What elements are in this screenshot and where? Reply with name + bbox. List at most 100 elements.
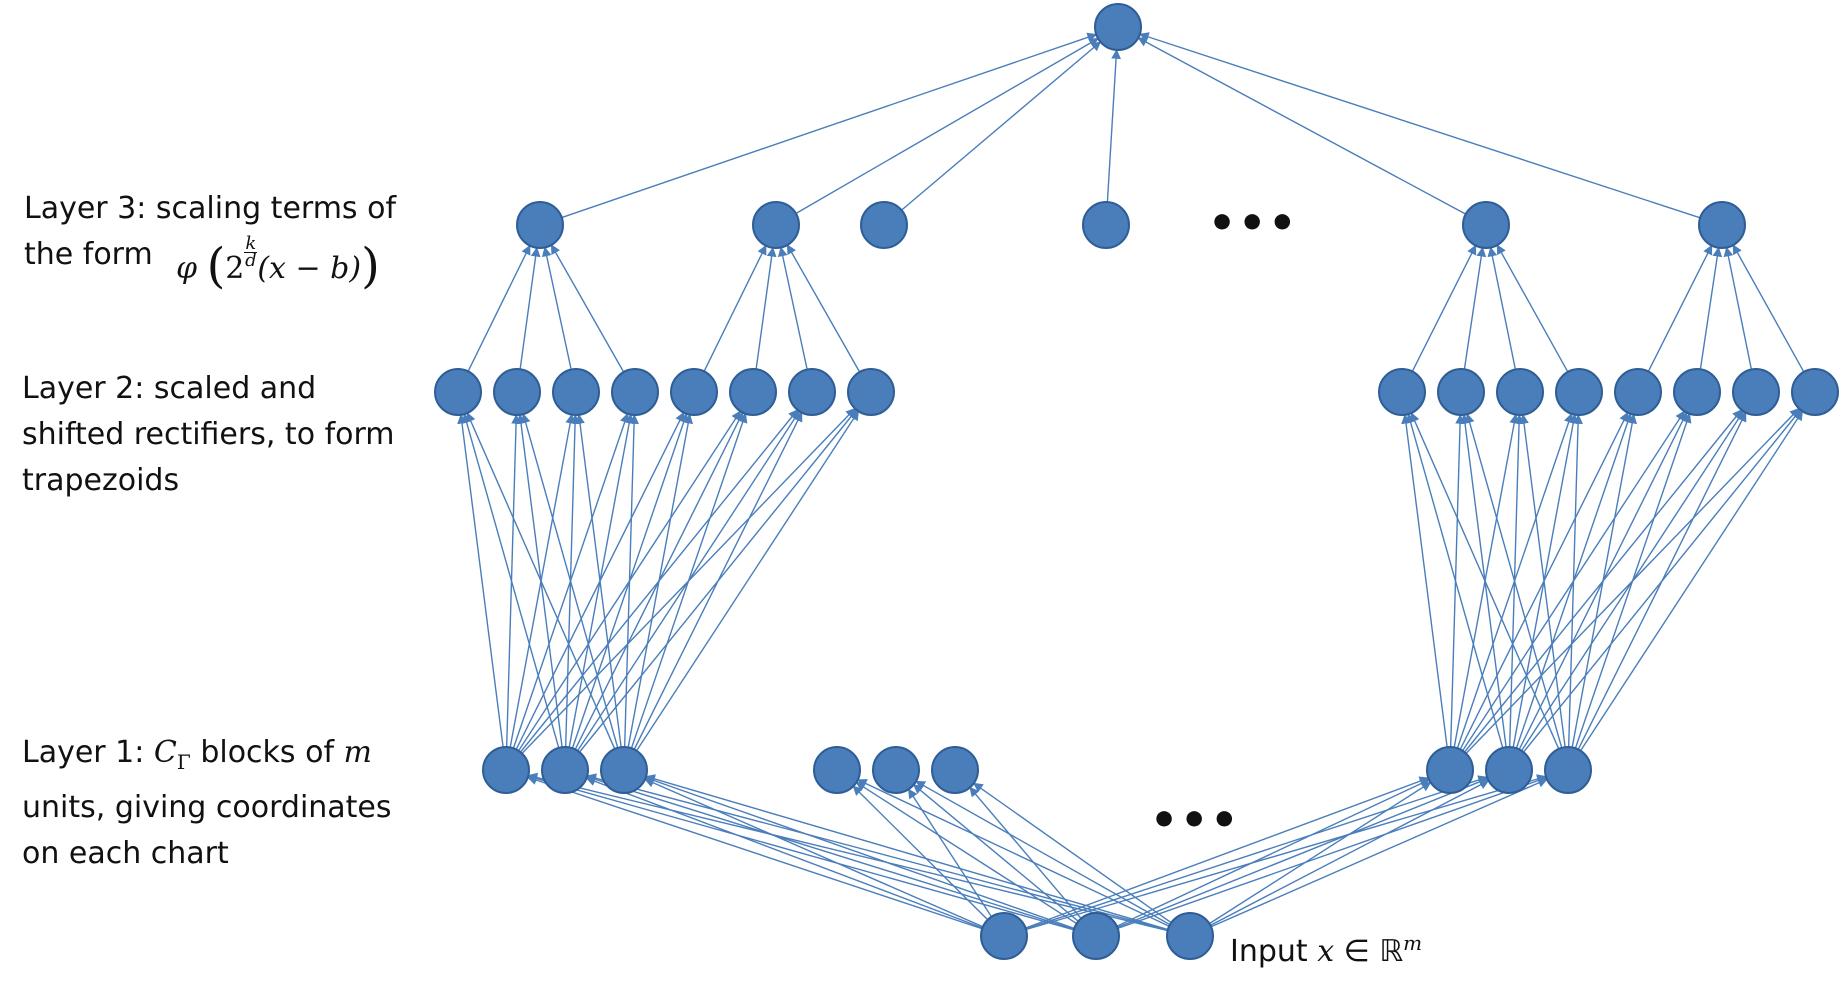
layer2-label: Layer 2: scaled and shifted rectifiers, … xyxy=(22,366,395,504)
edge-input-to-layer1 xyxy=(1025,775,1489,930)
layer1-C: C xyxy=(153,735,177,770)
edge-layer2-to-layer3 xyxy=(1723,246,1753,370)
edge-input-to-layer1 xyxy=(856,779,1170,927)
edge-input-to-layer1 xyxy=(1116,779,1431,927)
edge-input-to-layer1 xyxy=(527,772,1168,932)
layer2-node xyxy=(611,368,659,416)
input-node xyxy=(1072,912,1120,960)
layer2-node xyxy=(1496,368,1544,416)
input-x: x xyxy=(1317,934,1335,969)
edge-layer1-to-layer2 xyxy=(1519,413,1566,748)
edge-input-to-layer1 xyxy=(1025,774,1547,931)
layer1-label-line3: on each chart xyxy=(22,836,229,871)
edge-layer1-to-layer2 xyxy=(623,414,639,748)
edge-layer3-to-output xyxy=(1137,37,1467,215)
layer1-node xyxy=(931,746,979,794)
layer2-label-line2: shifted rectifiers, to form xyxy=(22,417,395,452)
edge-layer2-to-layer3 xyxy=(550,244,625,373)
layer2-node xyxy=(1437,368,1485,416)
layer1-node xyxy=(1485,746,1533,794)
edge-layer2-to-layer3 xyxy=(1647,244,1713,372)
edge-layer1-to-layer2 xyxy=(1579,410,1804,752)
formula-phi: φ xyxy=(176,251,198,286)
edge-layer2-to-layer3 xyxy=(467,244,531,372)
edge-input-to-layer1 xyxy=(1209,781,1432,925)
edge-layer1-to-layer2 xyxy=(1405,413,1504,749)
edge-layer1-to-layer2 xyxy=(520,413,619,749)
neurons xyxy=(434,3,1839,960)
output-node xyxy=(1094,3,1142,51)
layer1-node xyxy=(872,746,920,794)
layer3-ellipsis: ••• xyxy=(1208,198,1299,249)
layer2-node xyxy=(1673,368,1721,416)
layer1-prefix: Layer 1: xyxy=(22,735,154,770)
layer2-node xyxy=(1791,368,1839,416)
edge-layer2-to-layer3 xyxy=(541,246,572,370)
layer3-label-line1: Layer 3: scaling terms of xyxy=(24,191,397,226)
edge-layer1-to-layer2 xyxy=(1574,412,1692,749)
edge-input-to-layer1 xyxy=(644,775,1075,930)
layer3-node xyxy=(860,201,908,249)
edge-input-to-layer1 xyxy=(969,786,1082,919)
edge-layer3-to-output xyxy=(901,41,1102,211)
edge-layer1-to-layer2 xyxy=(1464,413,1563,749)
layer1-middle: blocks of xyxy=(190,735,344,770)
layer1-node xyxy=(1426,746,1474,794)
layer2-node xyxy=(1378,368,1426,416)
layer1-ellipsis: ••• xyxy=(1150,795,1241,846)
edge-layer3-to-output xyxy=(1106,48,1121,203)
edge-layer1-to-layer2 xyxy=(466,412,616,750)
edge-input-to-layer1 xyxy=(644,778,984,928)
input-in: ∈ xyxy=(1334,934,1380,969)
layer1-m: m xyxy=(343,735,372,770)
input-node xyxy=(980,912,1028,960)
formula-d: d xyxy=(245,250,257,271)
edge-layer1-to-layer2 xyxy=(627,413,694,748)
edge-layer1-to-layer2 xyxy=(635,410,860,752)
layer1-node xyxy=(1544,746,1592,794)
formula-open-paren: ( xyxy=(206,238,226,294)
layer2-label-line1: Layer 2: scaled and xyxy=(22,371,317,406)
layer1-node xyxy=(813,746,861,794)
edge-input-to-layer1 xyxy=(526,775,983,930)
layer3-node xyxy=(1462,201,1510,249)
edge-layer3-to-output xyxy=(795,37,1099,215)
edge-input-to-layer1 xyxy=(1210,778,1548,928)
layer1-node xyxy=(541,746,589,794)
edge-layer1-to-layer2 xyxy=(461,413,560,749)
edge-input-to-layer1 xyxy=(585,776,983,929)
layer1-label-line2: units, giving coordinates xyxy=(22,790,392,825)
edge-layer1-to-layer2 xyxy=(633,411,803,750)
layer2-node xyxy=(729,368,777,416)
layer2-node xyxy=(1555,368,1603,416)
edge-layer1-to-layer2 xyxy=(1410,412,1560,750)
layer2-label-line3: trapezoids xyxy=(22,463,180,498)
layer1-node xyxy=(600,746,648,794)
layer2-node xyxy=(552,368,600,416)
edge-layer1-to-layer2 xyxy=(1567,414,1583,748)
edge-layer2-to-layer3 xyxy=(1463,246,1487,370)
edge-layer2-to-layer3 xyxy=(777,246,808,370)
layer3-node xyxy=(1082,201,1130,249)
edge-input-to-layer1 xyxy=(1210,779,1490,927)
edge-layer1-to-layer2 xyxy=(457,413,504,748)
edge-input-to-layer1 xyxy=(972,782,1172,924)
layer2-node xyxy=(847,368,895,416)
edge-input-to-layer1 xyxy=(1117,775,1548,930)
edge-layer1-to-layer2 xyxy=(1571,413,1638,748)
edge-layer1-to-layer2 xyxy=(1577,411,1747,750)
layer2-node xyxy=(434,368,482,416)
edge-input-to-layer1 xyxy=(586,773,1168,931)
input-text: Input xyxy=(1230,934,1318,969)
edge-input-to-layer1 xyxy=(527,773,1075,931)
formula-base: 2 xyxy=(225,251,245,286)
edge-layer2-to-layer3 xyxy=(1496,244,1569,373)
edge-layer1-to-layer2 xyxy=(1401,413,1448,748)
edge-layer2-to-layer3 xyxy=(1699,246,1723,370)
layer2-node xyxy=(493,368,541,416)
layer1-Gamma: Γ xyxy=(176,750,191,774)
